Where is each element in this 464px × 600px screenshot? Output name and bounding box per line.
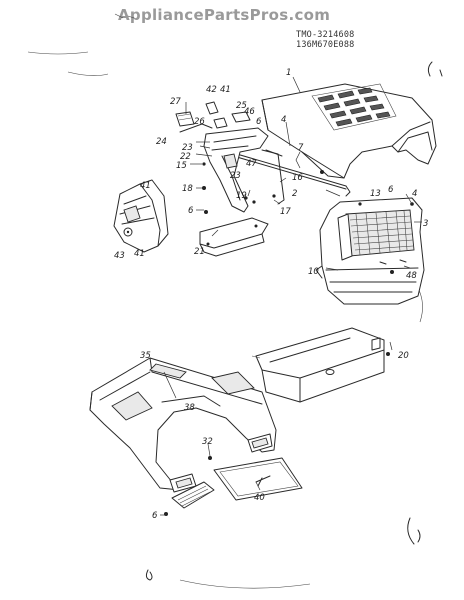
callout-48: 48 bbox=[406, 271, 417, 281]
callout-23b: 23 bbox=[230, 171, 241, 181]
callout-13: 13 bbox=[370, 189, 381, 199]
floor-mat-part-40 bbox=[213, 457, 303, 501]
fender-left-pad bbox=[111, 391, 153, 421]
callout-41b: 41 bbox=[140, 181, 151, 191]
callout-6b: 6 bbox=[188, 206, 194, 216]
callout-23a: 23 bbox=[182, 143, 193, 153]
callout-20: 20 bbox=[398, 351, 409, 361]
grille-insert-part-3 bbox=[345, 209, 415, 257]
callout-17: 17 bbox=[280, 207, 291, 217]
callout-43: 43 bbox=[114, 251, 125, 261]
callout-2: 2 bbox=[292, 189, 297, 199]
callout-7: 7 bbox=[298, 143, 304, 153]
callout-10: 10 bbox=[308, 267, 319, 277]
callout-46: 46 bbox=[244, 107, 255, 117]
model-code-2: 136M670E088 bbox=[296, 40, 355, 50]
callout-19: 19 bbox=[236, 191, 247, 201]
step-plate bbox=[171, 481, 215, 509]
callout-22: 22 bbox=[180, 152, 191, 162]
callout-26: 26 bbox=[194, 117, 205, 127]
leader-lines bbox=[160, 76, 422, 516]
bracket-part-26 bbox=[213, 117, 228, 129]
switch-part-42 bbox=[205, 101, 219, 115]
callout-42: 42 bbox=[206, 85, 217, 95]
callout-41c: 41 bbox=[134, 249, 145, 259]
callout-6d: 6 bbox=[152, 511, 158, 521]
plate-part-21 bbox=[199, 217, 269, 257]
hood-vent-grille bbox=[311, 83, 397, 131]
hood-rod-part-7 bbox=[229, 151, 351, 197]
callout-24: 24 bbox=[156, 137, 167, 147]
callout-25: 25 bbox=[236, 101, 247, 111]
callout-4a: 4 bbox=[281, 115, 286, 125]
callout-40: 40 bbox=[254, 493, 265, 503]
headlight-lens-part-13 bbox=[337, 213, 353, 261]
callout-27: 27 bbox=[170, 97, 181, 107]
fender-part-35 bbox=[89, 357, 277, 493]
callout-32: 32 bbox=[202, 437, 213, 447]
callout-labels: 1 2 3 4 4 6 6 6 6 7 10 13 15 16 17 18 19… bbox=[114, 68, 428, 521]
callout-21: 21 bbox=[194, 247, 205, 257]
fasteners bbox=[164, 162, 414, 516]
scan-marks bbox=[27, 13, 443, 589]
hood-part-1 bbox=[261, 83, 437, 179]
callout-4b: 4 bbox=[412, 189, 417, 199]
model-code-1: TMO-3214608 bbox=[296, 30, 355, 40]
side-panel-assembly bbox=[113, 179, 169, 253]
callout-18: 18 bbox=[182, 184, 193, 194]
dash-bracket-assembly bbox=[175, 101, 285, 213]
callout-6c: 6 bbox=[388, 185, 394, 195]
fender-top-pad bbox=[149, 363, 187, 379]
fender-right-pad bbox=[211, 371, 255, 395]
callout-6a: 6 bbox=[256, 117, 262, 127]
callout-47: 47 bbox=[246, 159, 257, 169]
grille-housing-part-10 bbox=[315, 197, 425, 305]
bracket-part-25 bbox=[231, 111, 251, 123]
watermark-logo: AppliancePartsPros.com bbox=[118, 6, 331, 24]
callout-41a: 41 bbox=[220, 85, 231, 95]
callout-35: 35 bbox=[140, 351, 151, 361]
callout-15: 15 bbox=[176, 161, 187, 171]
callout-16: 16 bbox=[292, 173, 303, 183]
callout-38: 38 bbox=[184, 403, 195, 413]
callout-3: 3 bbox=[423, 219, 428, 229]
frame-bracket-part-20 bbox=[251, 327, 385, 403]
callout-1: 1 bbox=[286, 68, 291, 78]
